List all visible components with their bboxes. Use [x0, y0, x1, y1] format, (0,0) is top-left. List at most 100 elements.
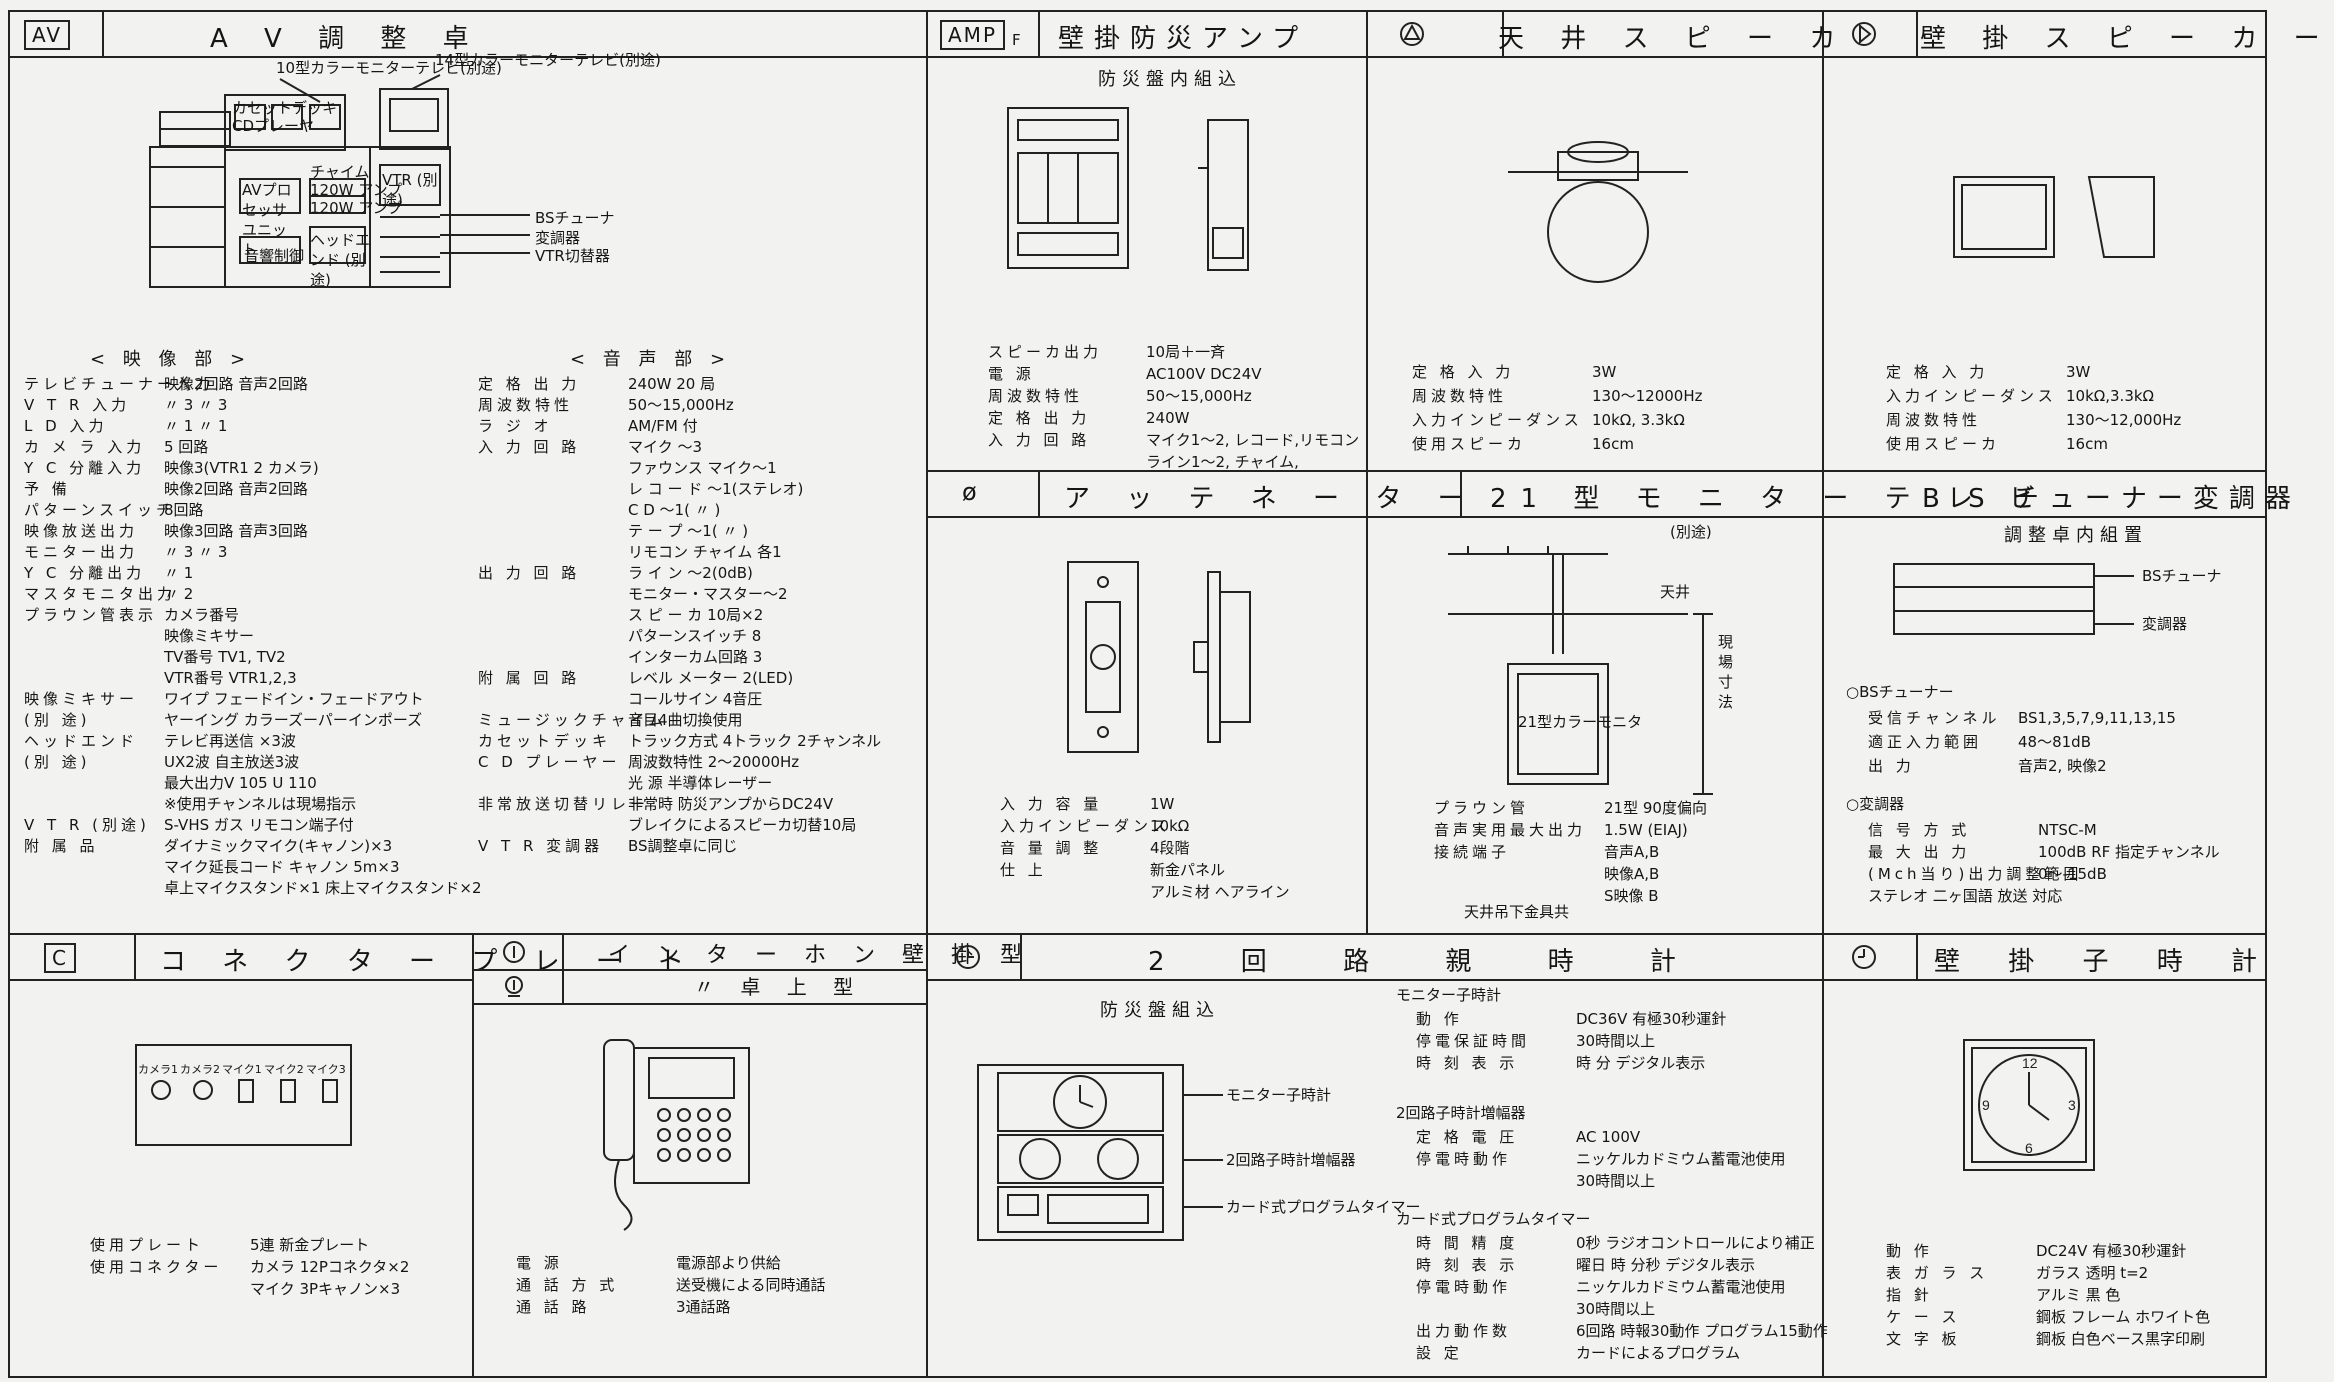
spec-text: S-VHS ガス リモコン端子付	[164, 816, 354, 834]
spec-text: 新金パネル	[1150, 861, 1226, 879]
spec-text: 停電時動作	[1416, 1150, 1512, 1168]
spec-text: 音声実用最大出力	[1434, 821, 1587, 839]
spec-row: カセットデッキトラック方式 4トラック 2チャンネル	[478, 731, 881, 751]
spec-row: パターンスイッチ8回路	[24, 500, 204, 520]
spec-text: 通 話 方 式	[516, 1276, 619, 1294]
spec-text: 音声2, 映像2	[2018, 757, 2107, 775]
spec-text: 周波数特性	[1412, 387, 1508, 405]
amp-code-sub: F	[1012, 31, 1021, 49]
spec-text: 5 回路	[164, 438, 209, 456]
spec-text: 30時間以上	[1576, 1032, 1656, 1050]
divider	[1038, 12, 1040, 56]
amp-header: AMP F 壁掛防災アンプ	[928, 12, 1366, 58]
spec-row: TV番号 TV1, TV2	[24, 647, 286, 667]
spec-text: モニター・マスター～2	[628, 585, 788, 603]
spec-text: AM/FM 付	[628, 417, 698, 435]
spec-row: マスタモニタ出力〃 2	[24, 584, 193, 604]
spec-text: (別 途)	[24, 753, 91, 771]
spec-text: DC24V 有極30秒運針	[2036, 1242, 2187, 1260]
spec-text: 1W	[1150, 795, 1175, 813]
spec-row: C D プレーヤー周波数特性 2～20000Hz	[478, 752, 799, 772]
tv21-ceiling-label: 天井	[1660, 583, 1691, 601]
spec-row: 非常放送切替リレー非常時 防災アンプからDC24V	[478, 794, 833, 814]
spec-row: ヘッドエンドテレビ再送信 ×3波	[24, 731, 296, 751]
spec-row: マイク延長コード キャノン 5m×3	[24, 857, 400, 877]
spec-text: アルミ 黒 色	[2036, 1286, 2121, 1304]
spec-text: 信 号 方 式	[1868, 821, 1971, 839]
spec-text: 30時間以上	[1576, 1172, 1656, 1190]
connector-plate-drawing	[135, 1044, 352, 1146]
spec-row: テレビチューナー入力映像2回路 音声2回路	[24, 374, 308, 394]
spec-text: 周波数特性 2～20000Hz	[628, 753, 800, 771]
spec-text: 入 力 容 量	[1000, 795, 1103, 813]
spec-text: ライン1～2, チャイム,	[1146, 453, 1299, 471]
ceiling-speaker-icon	[1400, 22, 1424, 46]
jack-label-4: マイク2	[264, 1063, 304, 1076]
label-tv10: 10型カラーモニターテレビ(別途)	[276, 59, 502, 77]
jack-label-1: カメラ1	[138, 1063, 178, 1076]
spec-row: テ ー プ ～1( 〃 )	[478, 521, 748, 541]
spec-text: 適正入力範囲	[1868, 733, 1983, 751]
spec-text: 130～12,000Hz	[2066, 411, 2182, 429]
spec-row: ※使用チャンネルは現場指示	[24, 794, 356, 814]
bs-mod-heading: ○変調器	[1846, 795, 1905, 813]
spec-text: 附 属 回 路	[478, 669, 581, 687]
spec-text: BS1,3,5,7,9,11,13,15	[2018, 709, 2176, 727]
spec-row: 停電時動作ニッケルカドミウム蓄電池使用	[1416, 1277, 1786, 1297]
spec-text: 送受機による同時通話	[676, 1276, 826, 1294]
spec-text: 50～15,000Hz	[628, 396, 734, 414]
wall-clock-drawing: 12 3 6 9	[1963, 1039, 2095, 1171]
spec-text: リモコン チャイム 各1	[628, 543, 782, 561]
intercom-header-1: イ ン タ ー ホ ン 壁 掛 型	[474, 935, 1022, 971]
spec-text: S映像 B	[1604, 887, 1659, 905]
intercom-desk-icon	[505, 976, 523, 997]
spec-row: ケ ー ス鋼板 フレーム ホワイト色	[1886, 1307, 2210, 1327]
spec-row: 入力インピーダンス10kΩ	[1000, 816, 1189, 836]
spec-text: 映像A,B	[1604, 865, 1660, 883]
bs-label-tuner: BSチューナ	[2142, 567, 2222, 585]
spec-text: ス ピ ー カ 10局×2	[628, 606, 764, 624]
intercom-header-2: 〃 卓 上 型	[474, 969, 926, 1005]
spec-text: 光 源 半導体レーザー	[628, 774, 773, 792]
amp-subtitle: 防災盤内組込	[1098, 69, 1242, 90]
label-amp1: 120W アンプ	[310, 181, 403, 199]
bs-label-modulator: 変調器	[2142, 615, 2188, 633]
spec-text: 使用プレート	[90, 1236, 205, 1254]
tv21-note: (別途)	[1670, 523, 1712, 541]
spec-row: リモコン チャイム 各1	[478, 542, 782, 562]
spec-text: 受信チャンネル	[1868, 709, 2001, 727]
clock-icon	[956, 945, 980, 969]
spec-row: ステレオ 二ヶ国語 放送 対応	[1868, 886, 2062, 906]
spec-text: マイク ～3	[628, 438, 703, 456]
spec-text: 6回路 時報30動作 プログラム15動作	[1576, 1322, 1828, 1340]
spec-row: 接続端子音声A,B	[1434, 842, 1659, 862]
spec-text: V T R 入力	[24, 396, 131, 414]
spec-text: 入 力 回 路	[478, 438, 581, 456]
spec-text: 〃 1 〃 1	[164, 417, 228, 435]
label-amp2: 120W アンプ	[310, 199, 403, 217]
spec-text: 映像ミキサー	[24, 690, 139, 708]
divider	[1020, 935, 1022, 979]
label-tv14: 14型カラーモニターテレビ(別途)	[435, 51, 661, 69]
spec-text: 映像放送出力	[24, 522, 139, 540]
master-clock-drawing	[977, 1064, 1223, 1241]
spec-text: 定 格 入 力	[1886, 363, 1989, 381]
divider	[1502, 12, 1504, 56]
spec-row: 仕 上新金パネル	[1000, 860, 1225, 880]
spec-text: V T R (別途)	[24, 816, 150, 834]
spec-text: 入 力 回 路	[988, 431, 1091, 449]
spec-text: 周波数特性	[1886, 411, 1982, 429]
spec-text: 附 属 品	[24, 837, 99, 855]
wall-clock-title: 壁 掛 子 時 計	[1934, 947, 2278, 977]
spec-text: 130～12000Hz	[1592, 387, 1703, 405]
spec-text: 指 針	[1886, 1286, 1933, 1304]
